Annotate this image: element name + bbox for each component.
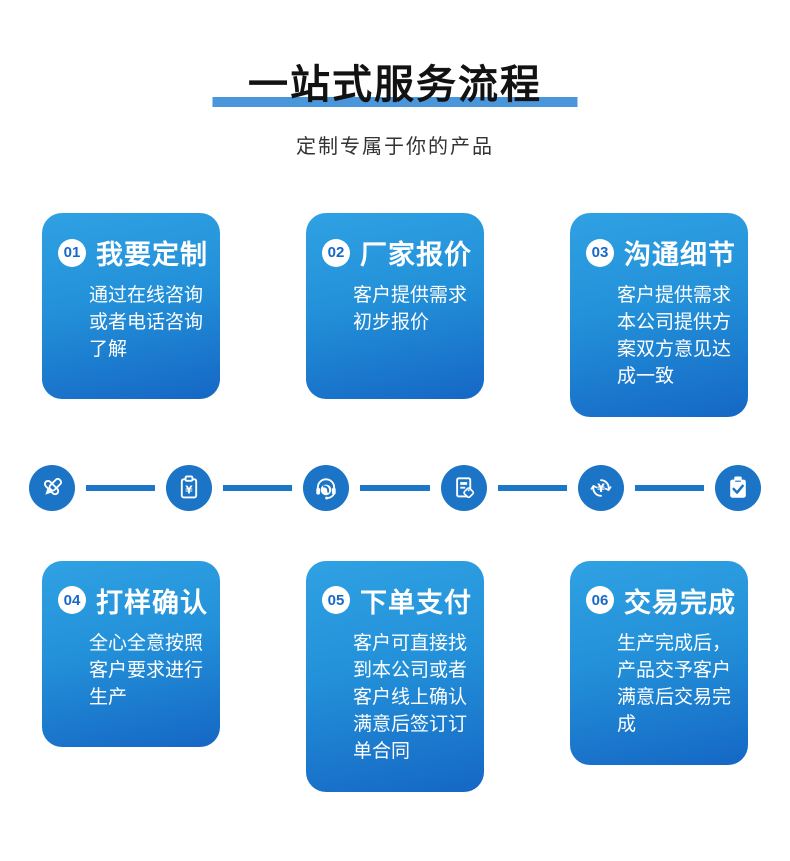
title-block: 一站式服务流程 xyxy=(212,62,578,108)
step-number-badge: 06 xyxy=(586,586,614,615)
step-description: 通过在线咨询或者电话咨询了解 xyxy=(89,285,204,360)
flow-connector xyxy=(86,484,156,491)
step-card-2: 02 厂家报价 客户提供需求初步报价 xyxy=(306,213,484,399)
step-number-badge: 02 xyxy=(322,238,350,267)
step-description: 客户提供需求初步报价 xyxy=(353,285,468,333)
step-card-header: 06 交易完成 xyxy=(586,581,736,620)
step-title: 厂家报价 xyxy=(360,240,472,270)
step-card-5: 05 下单支付 客户可直接找到本公司或者客户线上确认满意后签订订单合同 xyxy=(306,560,484,792)
step-description: 生产完成后，产品交予客户满意后交易完成 xyxy=(617,632,732,735)
flow-connector xyxy=(223,484,293,491)
flow-connector xyxy=(497,484,567,491)
completed-clipboard-check-icon xyxy=(715,464,762,511)
quote-clipboard-icon: ¥ xyxy=(166,464,213,511)
step-card-header: 02 厂家报价 xyxy=(322,233,472,272)
order-document-tag-icon xyxy=(440,464,487,511)
step-description: 客户提供需求本公司提供方案双方意见达成一致 xyxy=(617,285,732,387)
step-number-badge: 05 xyxy=(322,586,350,615)
step-description: 全心全意按照客户要求进行生产 xyxy=(89,632,204,708)
flow-connector xyxy=(360,484,430,491)
step-title: 我要定制 xyxy=(96,240,208,270)
step-description: 客户可直接找到本公司或者客户线上确认满意后签订订单合同 xyxy=(353,632,468,762)
step-card-header: 01 我要定制 xyxy=(58,233,208,272)
flow-connector xyxy=(634,484,705,491)
process-flow-line: ¥ xyxy=(29,464,762,511)
step-title: 打样确认 xyxy=(96,587,208,618)
title-underline-bar xyxy=(212,97,578,107)
step-number-badge: 03 xyxy=(586,238,614,267)
steps-row-top: 01 我要定制 通过在线咨询或者电话咨询了解 02 厂家报价 客户提供需求初步报… xyxy=(42,213,748,417)
step-number-badge: 04 xyxy=(58,586,86,615)
svg-text:¥: ¥ xyxy=(597,482,605,495)
step-title: 沟通细节 xyxy=(624,240,736,270)
header: 一站式服务流程 定制专属于你的产品 xyxy=(0,0,790,159)
customer-service-headset-icon xyxy=(303,464,350,511)
step-card-header: 03 沟通细节 xyxy=(586,233,736,272)
step-title: 下单支付 xyxy=(360,587,472,618)
page-subtitle: 定制专属于你的产品 xyxy=(296,136,494,158)
step-number-badge: 01 xyxy=(58,238,86,267)
currency-exchange-icon: ¥ xyxy=(577,464,624,511)
step-card-3: 03 沟通细节 客户提供需求本公司提供方案双方意见达成一致 xyxy=(570,213,748,417)
step-card-6: 06 交易完成 生产完成后，产品交予客户满意后交易完成 xyxy=(570,560,748,765)
design-pens-icon xyxy=(29,464,75,511)
step-card-4: 04 打样确认 全心全意按照客户要求进行生产 xyxy=(42,560,220,747)
step-title: 交易完成 xyxy=(624,587,736,618)
page-title: 一站式服务流程 xyxy=(248,63,542,107)
step-card-1: 01 我要定制 通过在线咨询或者电话咨询了解 xyxy=(42,213,220,399)
step-card-header: 05 下单支付 xyxy=(322,581,472,620)
step-card-header: 04 打样确认 xyxy=(58,581,208,620)
svg-text:¥: ¥ xyxy=(186,484,194,497)
steps-row-bottom: 04 打样确认 全心全意按照客户要求进行生产 05 下单支付 客户可直接找到本公… xyxy=(42,560,748,792)
